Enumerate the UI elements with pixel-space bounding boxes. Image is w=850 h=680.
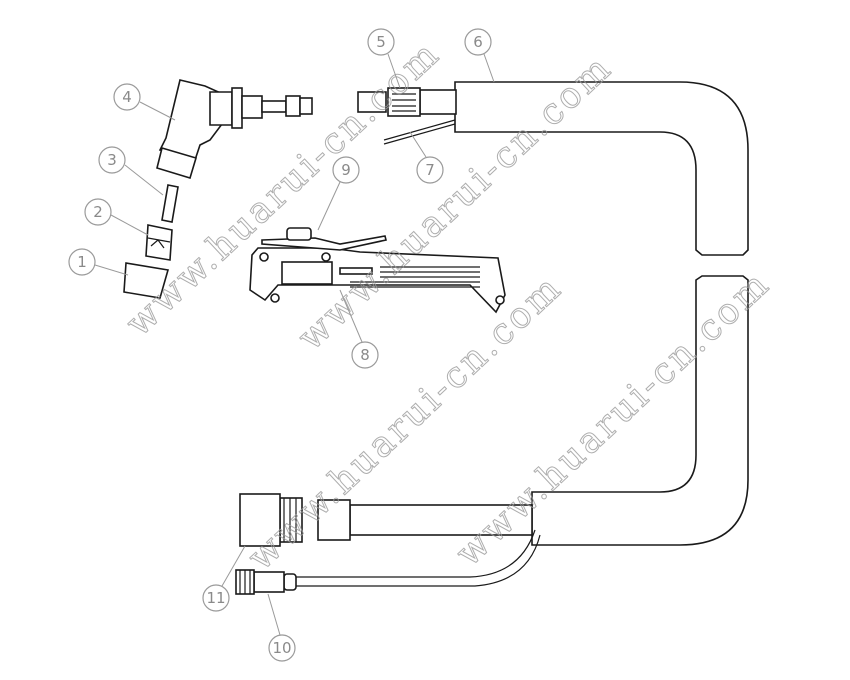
svg-text:11: 11 bbox=[206, 589, 225, 607]
power-connector-top bbox=[357, 87, 457, 145]
svg-text:9: 9 bbox=[341, 161, 351, 179]
callout-5: 5 bbox=[367, 28, 401, 89]
svg-text:7: 7 bbox=[425, 161, 435, 179]
collet-body bbox=[145, 224, 173, 261]
callout-7: 7 bbox=[409, 131, 444, 184]
svg-text:1: 1 bbox=[77, 253, 87, 271]
svg-text:8: 8 bbox=[360, 346, 370, 364]
power-connector-bottom bbox=[239, 493, 533, 547]
callout-6: 6 bbox=[464, 28, 495, 83]
svg-text:6: 6 bbox=[473, 33, 483, 51]
svg-text:3: 3 bbox=[107, 151, 117, 169]
control-cable bbox=[235, 529, 541, 595]
trigger-switch bbox=[261, 227, 387, 251]
callout-2: 2 bbox=[84, 198, 149, 236]
callout-1: 1 bbox=[68, 248, 129, 276]
callout-9: 9 bbox=[317, 156, 360, 231]
svg-text:10: 10 bbox=[272, 639, 291, 657]
collet bbox=[161, 184, 179, 223]
svg-text:4: 4 bbox=[122, 88, 132, 106]
svg-text:5: 5 bbox=[376, 33, 386, 51]
callout-8: 8 bbox=[339, 289, 379, 369]
torch-head bbox=[156, 79, 313, 179]
ceramic-nozzle bbox=[123, 262, 170, 299]
callout-11: 11 bbox=[202, 545, 246, 612]
callout-3: 3 bbox=[98, 146, 164, 196]
callout-4: 4 bbox=[113, 83, 176, 121]
cable-hose bbox=[454, 81, 749, 546]
handle bbox=[249, 247, 506, 314]
callout-10: 10 bbox=[267, 593, 296, 662]
svg-text:2: 2 bbox=[93, 203, 103, 221]
